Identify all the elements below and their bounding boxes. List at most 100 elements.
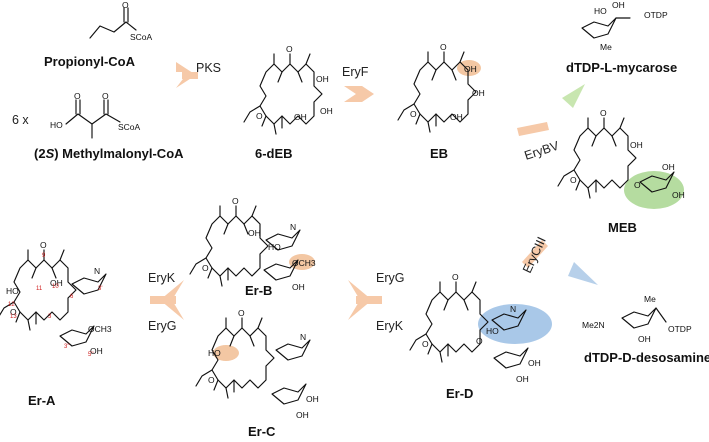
svg-text:OTDP: OTDP <box>668 324 692 334</box>
erybv-arrow <box>517 122 549 136</box>
svg-text:O: O <box>232 196 239 206</box>
svg-text:3: 3 <box>48 314 52 320</box>
svg-text:Me2N: Me2N <box>582 320 605 330</box>
desosamine-arrow <box>568 262 598 285</box>
meb-label: MEB <box>608 220 637 235</box>
svg-text:O: O <box>238 308 245 318</box>
desosamine-label: dTDP-D-desosamine <box>584 350 709 365</box>
eb-structure: O OH OH O OH <box>397 42 485 133</box>
propionyl-coa-label: Propionyl-CoA <box>44 54 136 69</box>
svg-text:OH: OH <box>672 190 685 200</box>
svg-text:OH: OH <box>316 74 329 84</box>
mycarose-structure: HO OH OTDP Me <box>581 0 668 52</box>
svg-text:6: 6 <box>70 294 74 300</box>
mycarose-arrow <box>562 84 585 108</box>
svg-text:3': 3' <box>98 286 102 292</box>
svg-text:HO: HO <box>268 242 281 252</box>
svg-text:OH: OH <box>464 64 477 74</box>
svg-text:HO: HO <box>6 286 19 296</box>
svg-text:N: N <box>510 304 516 314</box>
erc-hydroxyl-highlight <box>213 345 239 361</box>
er-b-desosamine-unit: HO N <box>265 222 301 252</box>
er-d-mycarose-unit: OH OH <box>493 347 541 384</box>
svg-text:O: O <box>440 42 447 52</box>
methylmalonyl-coa-structure: HO O O SCoA <box>50 91 141 139</box>
propionyl-coa-structure: O SCoA <box>89 0 153 42</box>
er-d-label: Er-D <box>446 386 473 401</box>
svg-text:HO: HO <box>208 348 221 358</box>
svg-text:5'': 5'' <box>88 352 94 358</box>
er-c-mycarose-unit: OH OH <box>271 383 319 420</box>
left-branch-arrow <box>150 280 184 320</box>
er-d-desosamine-unit: HO N <box>486 304 527 336</box>
erd-desosamine-highlight <box>478 304 552 344</box>
er-a-cladinose-unit: OCH3 OH <box>59 324 112 356</box>
svg-text:OH: OH <box>248 228 261 238</box>
svg-text:N: N <box>290 222 296 232</box>
svg-text:9: 9 <box>42 253 46 259</box>
er-a-structure: O HO O OH <box>0 240 77 331</box>
svg-text:OH: OH <box>306 394 319 404</box>
svg-text:O: O <box>476 336 483 346</box>
svg-text:Me: Me <box>644 294 656 304</box>
meb-mycarose-highlight <box>624 171 684 209</box>
svg-text:O: O <box>208 375 215 385</box>
svg-text:Me: Me <box>600 42 612 52</box>
multiplier-label: 6 x <box>12 113 29 127</box>
er-b-label: Er-B <box>245 283 272 298</box>
pks-label: PKS <box>196 61 221 75</box>
svg-text:O: O <box>40 240 47 250</box>
er-d-structure: O O O <box>409 272 489 363</box>
svg-text:OH: OH <box>320 106 333 116</box>
desosamine-structure: Me2N Me OH OTDP <box>582 294 692 344</box>
svg-text:OH: OH <box>662 162 675 172</box>
svg-text:OH: OH <box>90 346 103 356</box>
svg-text:HO: HO <box>486 326 499 336</box>
svg-text:OTDP: OTDP <box>644 10 668 20</box>
er-c-structure: O HO O <box>195 308 275 399</box>
svg-text:O: O <box>422 339 429 349</box>
svg-text:OCH3: OCH3 <box>292 258 316 268</box>
er-a-label: Er-A <box>28 393 56 408</box>
svg-text:HO: HO <box>50 120 63 130</box>
svg-text:O: O <box>410 109 417 119</box>
svg-text:HO: HO <box>594 6 607 16</box>
er-a-position-numbers: 9 11 12 10 13 6 3 3' 5'' 3'' <box>8 253 102 358</box>
meb-structure: O OH O O <box>557 108 643 199</box>
erycIII-label: EryCIII <box>520 235 549 276</box>
svg-text:13: 13 <box>10 314 17 320</box>
svg-text:OH: OH <box>292 282 305 292</box>
svg-text:OH: OH <box>472 88 485 98</box>
eryf-label: EryF <box>342 65 369 79</box>
eryg-right-label: EryG <box>376 271 404 285</box>
svg-text:OH: OH <box>296 410 309 420</box>
right-branch-arrow <box>348 280 382 320</box>
svg-text:N: N <box>300 332 306 342</box>
eryf-arrow <box>344 86 374 102</box>
eb-label: EB <box>430 146 448 161</box>
svg-text:O: O <box>202 263 209 273</box>
svg-text:O: O <box>102 91 109 101</box>
svg-text:O: O <box>256 111 263 121</box>
methylmalonyl-coa-label: (2S) Methylmalonyl-CoA <box>34 146 184 161</box>
svg-text:O: O <box>600 108 607 118</box>
svg-text:O: O <box>634 180 641 190</box>
svg-text:OH: OH <box>638 334 651 344</box>
svg-text:OH: OH <box>630 140 643 150</box>
eb-hydroxyl-highlight <box>457 60 481 76</box>
svg-text:SCoA: SCoA <box>130 32 153 42</box>
svg-text:3'': 3'' <box>64 344 70 350</box>
svg-text:O: O <box>122 0 129 10</box>
svg-text:11: 11 <box>36 286 43 292</box>
6-deb-label: 6-dEB <box>255 146 293 161</box>
svg-text:OH: OH <box>50 278 63 288</box>
svg-text:OH: OH <box>612 0 625 10</box>
svg-text:O: O <box>452 272 459 282</box>
svg-text:12: 12 <box>8 302 15 308</box>
er-b-cladinose-unit: OCH3 OH <box>263 258 316 292</box>
eryk-left-label: EryK <box>148 271 176 285</box>
svg-text:O: O <box>74 91 81 101</box>
eryk-right-label: EryK <box>376 319 404 333</box>
eryg-left-label: EryG <box>148 319 176 333</box>
